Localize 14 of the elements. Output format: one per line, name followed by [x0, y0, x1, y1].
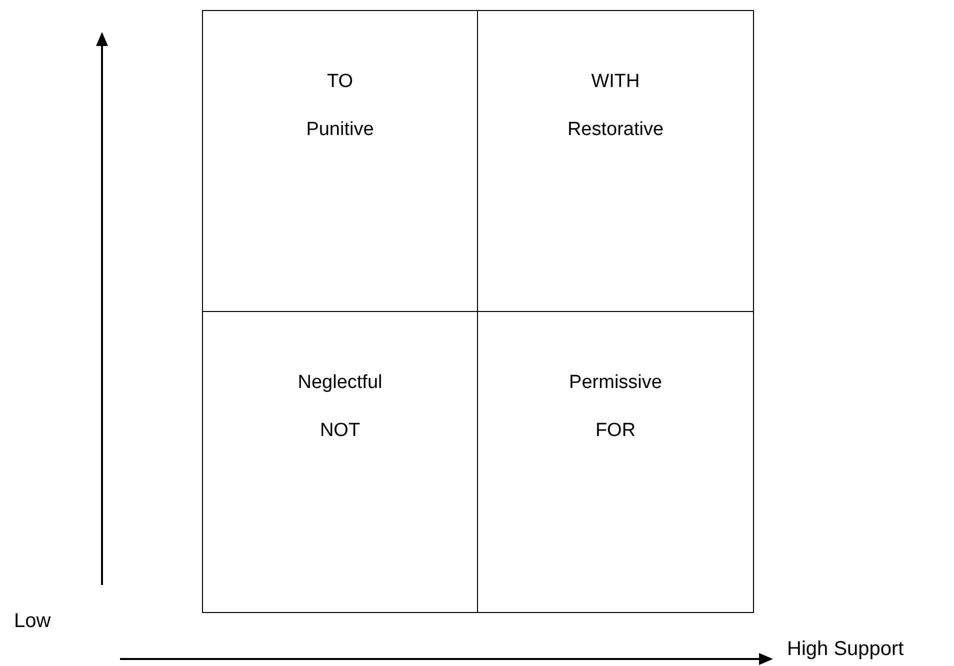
- quadrant-text: Restorative: [567, 119, 664, 141]
- quadrant-text: FOR: [595, 420, 636, 442]
- quadrant-box: [202, 10, 478, 312]
- axis-label: Low: [14, 610, 51, 633]
- quadrant-text: Neglectful: [298, 372, 382, 394]
- axis-label: High Support: [787, 638, 904, 661]
- quadrant-box: [202, 311, 478, 613]
- quadrant-text: WITH: [591, 71, 640, 93]
- quadrant-text: TO: [326, 71, 354, 93]
- quadrant-text: Punitive: [306, 119, 374, 141]
- quadrant-box: [477, 10, 754, 312]
- quadrant-text: NOT: [320, 420, 360, 442]
- quadrant-box: [477, 311, 754, 613]
- quadrant-text: Permissive: [569, 372, 662, 394]
